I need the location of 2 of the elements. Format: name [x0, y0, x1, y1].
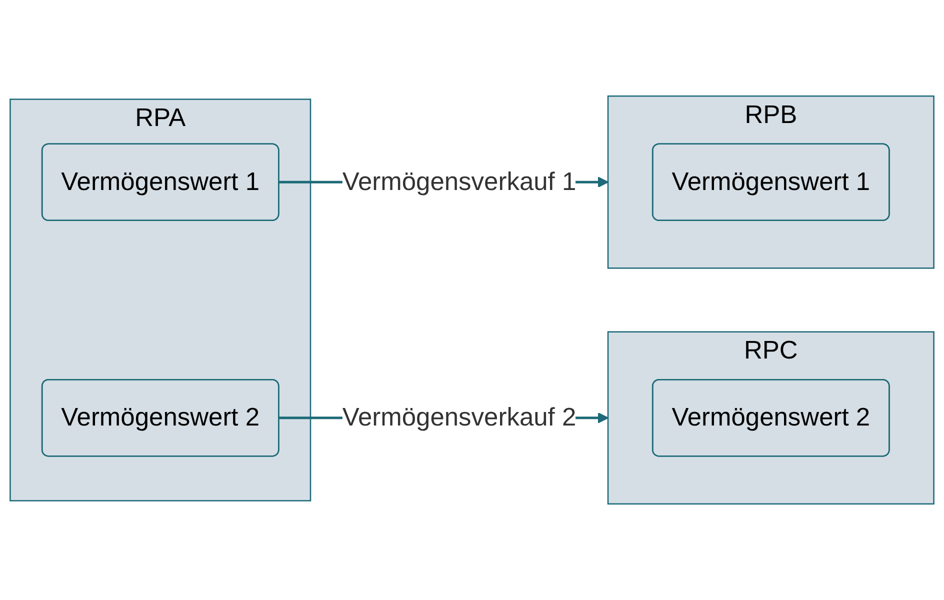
edge-label: Vermögensverkauf 1: [342, 168, 576, 196]
edge-label: Vermögensverkauf 2: [342, 404, 576, 432]
